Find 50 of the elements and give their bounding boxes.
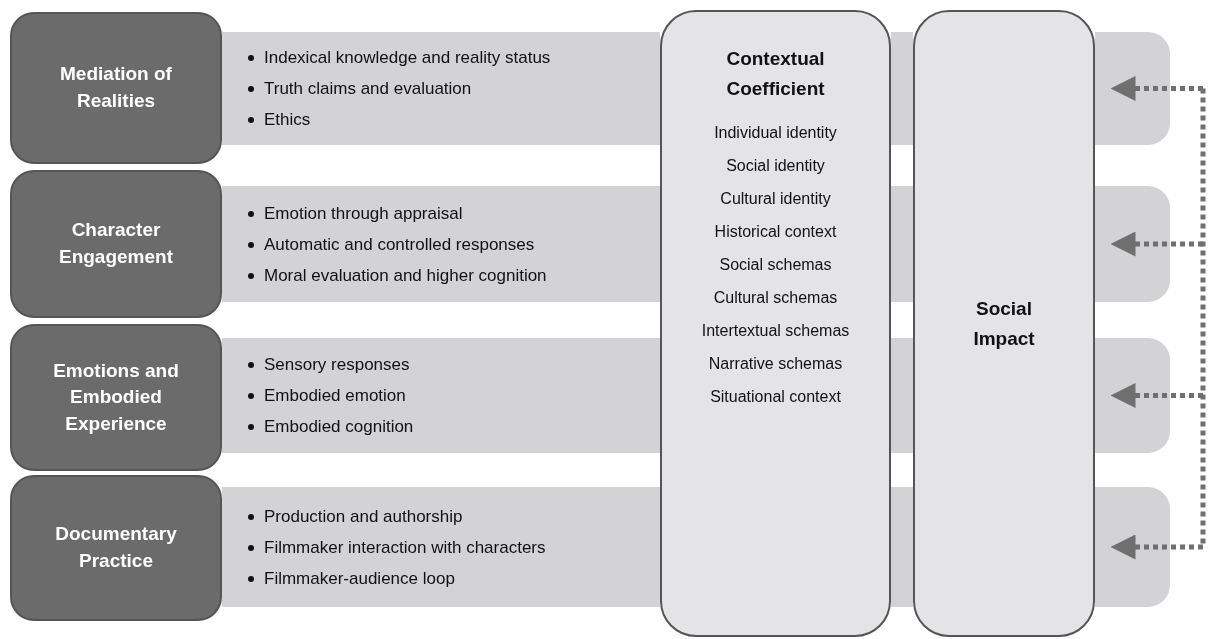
bullet-item: Filmmaker-audience loop (248, 562, 660, 594)
bullet-item: Embodied cognition (248, 411, 660, 442)
category-title: Emotions and Embodied Experience (52, 358, 180, 436)
bullet-item: Truth claims and evaluation (248, 73, 660, 104)
band-segment (891, 487, 913, 607)
category-box (10, 12, 222, 164)
band-segment (1095, 487, 1170, 607)
factor-item: Situational context (710, 387, 841, 407)
bullet-item: Production and authorship (248, 500, 660, 532)
impact-panel (913, 10, 1095, 637)
factor-item: Social schemas (719, 255, 832, 275)
bullet-item: Automatic and controlled responses (248, 228, 660, 260)
band-segment (1095, 338, 1170, 453)
bullet-item: Moral evaluation and higher cognition (248, 259, 660, 291)
panel-title: Contextual Coefficient (725, 47, 826, 101)
factor-item: Cultural schemas (713, 288, 838, 308)
bullet-item: Embodied emotion (248, 380, 660, 411)
band-segment (891, 186, 913, 302)
factor-item: Individual identity (714, 123, 837, 143)
band (222, 487, 660, 607)
factor-item: Historical context (714, 222, 837, 242)
dotted-arrow (1110, 231, 1203, 257)
dotted-arrow (1110, 76, 1203, 101)
category-box (10, 324, 222, 471)
band-segment (891, 338, 913, 453)
panel-title: Social Impact (972, 296, 1036, 351)
category-title: Character Engagement (58, 218, 174, 269)
category-box (10, 475, 222, 621)
band (222, 338, 660, 453)
band-segment (891, 32, 913, 145)
band-segment (1095, 32, 1170, 145)
factor-item: Cultural identity (720, 189, 831, 209)
bullet-item: Sensory responses (248, 349, 660, 380)
bullet-item: Filmmaker interaction with characters (248, 531, 660, 563)
bullet-item: Emotion through appraisal (248, 197, 660, 229)
category-title: Mediation of Realities (59, 62, 173, 113)
category-title: Documentary Practice (54, 522, 178, 573)
bullet-item: Indexical knowledge and reality status (248, 42, 660, 73)
band (222, 32, 660, 145)
factor-item: Intertextual schemas (701, 321, 850, 341)
coefficient-panel (660, 10, 891, 637)
factor-item: Narrative schemas (708, 354, 843, 374)
factor-item: Social identity (726, 156, 825, 176)
dotted-arrow (1110, 383, 1203, 408)
bullet-item: Ethics (248, 104, 660, 135)
band (222, 186, 660, 302)
band-segment (1095, 186, 1170, 302)
category-box (10, 170, 222, 318)
dotted-line (1200, 88, 1206, 547)
dotted-arrow (1110, 534, 1203, 560)
